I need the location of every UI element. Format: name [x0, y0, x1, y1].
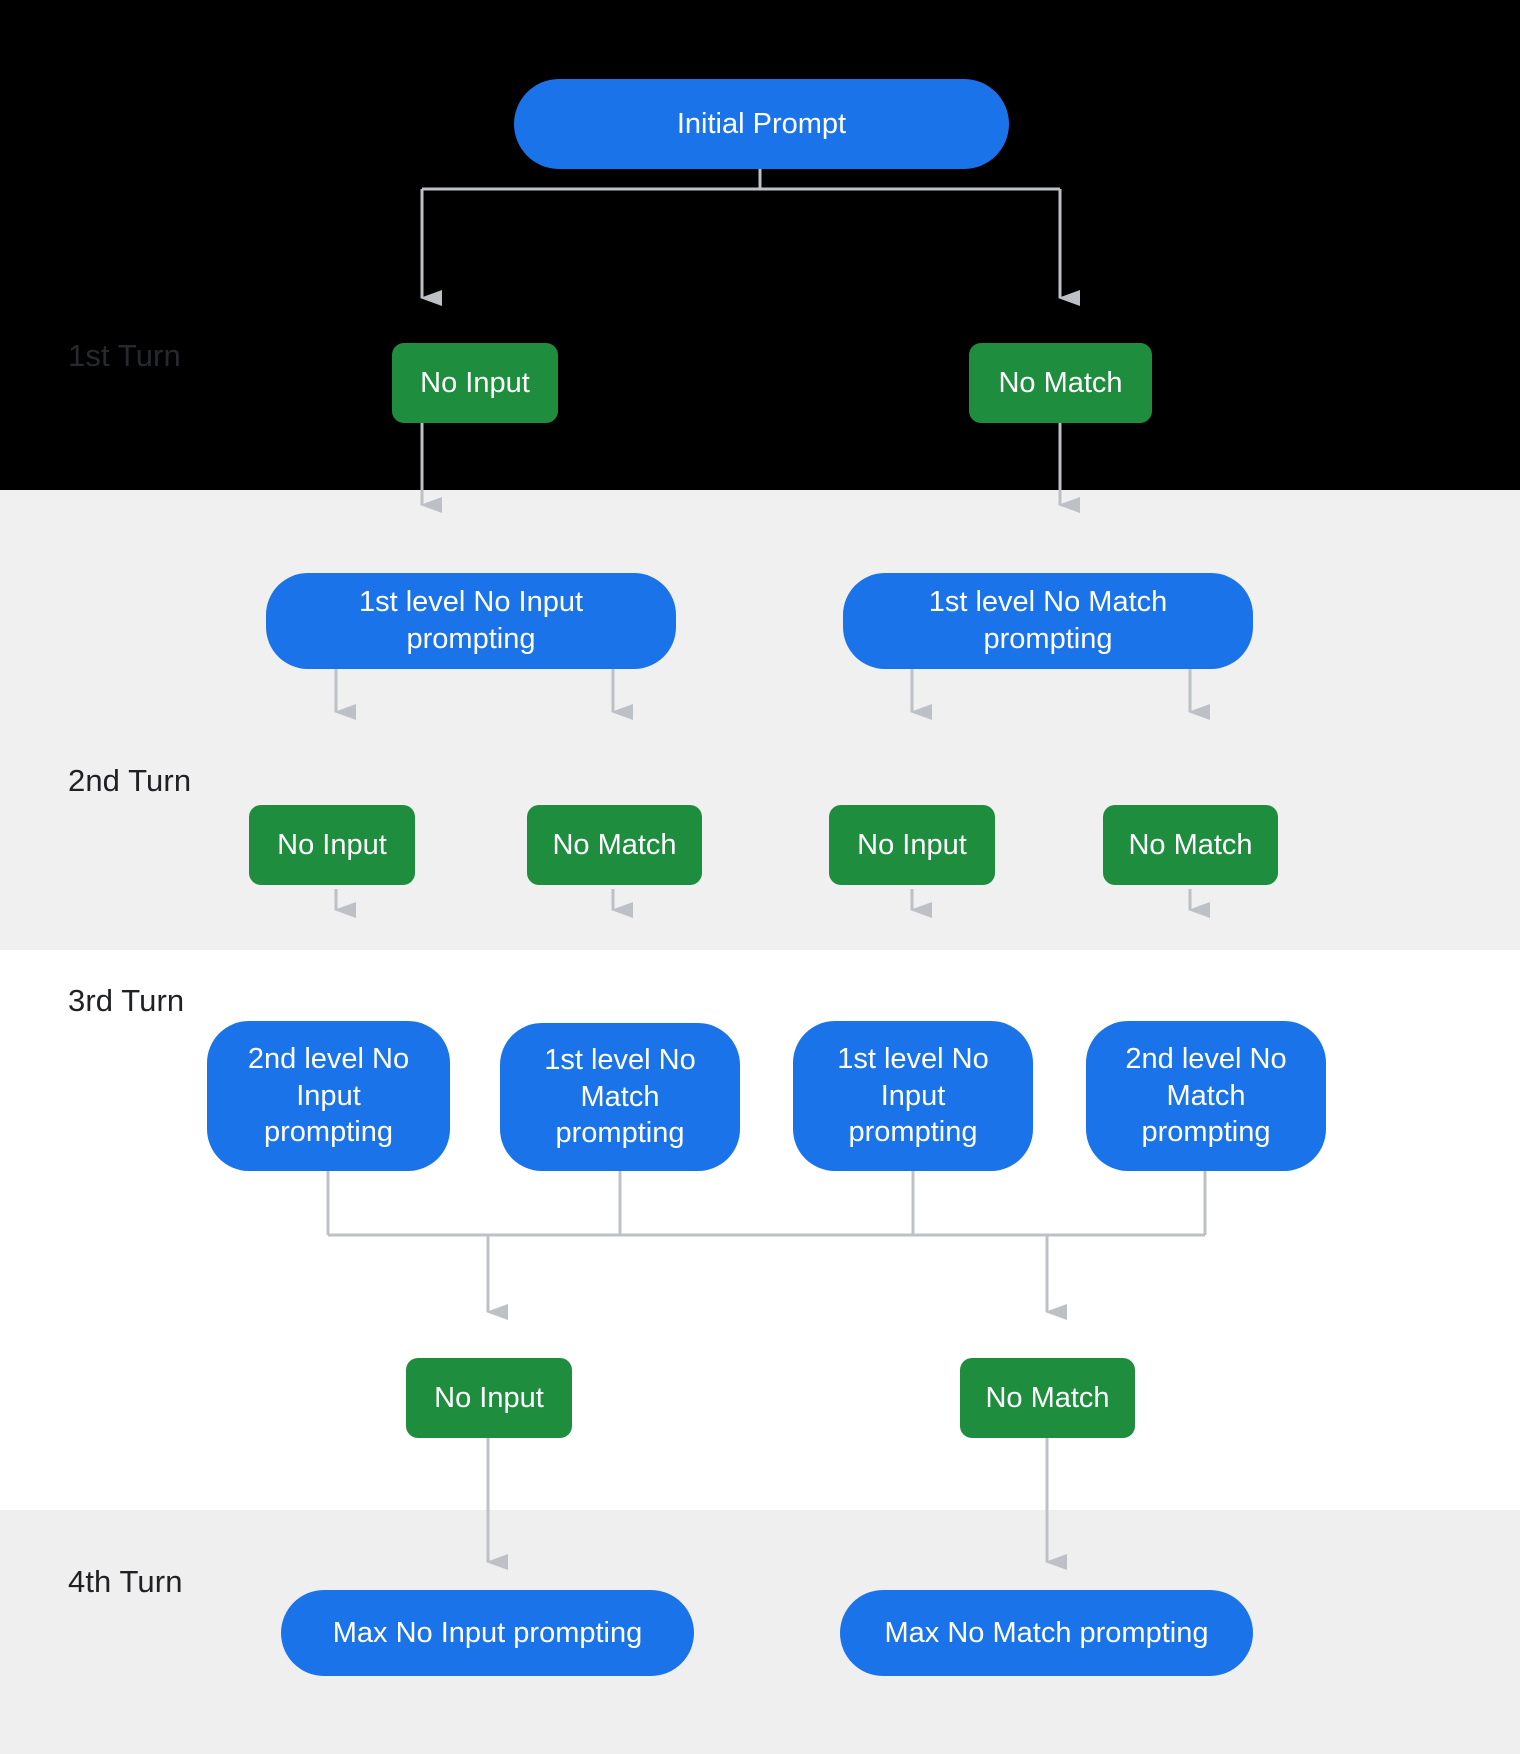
turn-band-1 [0, 0, 1520, 490]
node-label-line2: prompting [406, 623, 536, 655]
node-turn3-first-level-no-match-prompting[interactable]: 1st level No Match prompting [500, 1023, 740, 1171]
node-label: No Input [857, 828, 967, 861]
node-label-line1: 2nd level No [247, 1043, 410, 1076]
node-label: Initial Prompt [676, 107, 847, 140]
node-label: No Input [420, 366, 530, 399]
turn-label-1: 1st Turn [68, 338, 181, 373]
turn-label-3: 3rd Turn [68, 983, 185, 1018]
node-label-line2: Match [580, 1080, 660, 1113]
turn-band-4 [0, 1510, 1520, 1754]
node-label: Max No Match prompting [884, 1616, 1209, 1649]
node-label-line3: prompting [848, 1116, 978, 1149]
node-label-line1: 1st level No [837, 1043, 989, 1076]
node-label: Max No Input prompting [332, 1616, 643, 1649]
node-label-line1: 1st level No Input [358, 586, 584, 619]
node-turn2-no-input-a[interactable]: No Input [249, 805, 415, 885]
node-turn4-max-no-match-prompting[interactable]: Max No Match prompting [840, 1590, 1253, 1676]
node-label-line3: prompting [1141, 1116, 1271, 1149]
node-label-line2: Input [880, 1079, 946, 1112]
node-turn4-max-no-input-prompting[interactable]: Max No Input prompting [281, 1590, 694, 1676]
node-label-line1: 1st level No Match [928, 586, 1168, 619]
node-label: No Match [552, 828, 677, 861]
node-turn2-first-level-no-input-prompting[interactable]: 1st level No Input prompting [266, 573, 676, 669]
node-label: No Input [434, 1381, 544, 1414]
node-turn2-no-input-b[interactable]: No Input [829, 805, 995, 885]
node-label-line3: prompting [555, 1117, 685, 1150]
node-turn2-no-match-b[interactable]: No Match [1103, 805, 1278, 885]
node-label: No Input [277, 828, 387, 861]
node-label: No Match [998, 366, 1123, 399]
node-label-line2: prompting [983, 623, 1113, 655]
turn-label-2: 2nd Turn [68, 763, 192, 798]
node-turn3-no-match[interactable]: No Match [960, 1358, 1135, 1438]
node-turn3-first-level-no-input-prompting[interactable]: 1st level No Input prompting [793, 1021, 1033, 1171]
node-label: No Match [1128, 828, 1253, 861]
node-turn2-first-level-no-match-prompting[interactable]: 1st level No Match prompting [843, 573, 1253, 669]
node-label-line2: Input [296, 1079, 361, 1112]
turn-label-4: 4th Turn [68, 1564, 183, 1599]
node-label-line1: 1st level No [544, 1044, 696, 1077]
node-label-line1: 2nd level No [1125, 1043, 1287, 1076]
node-initial-prompt[interactable]: Initial Prompt [514, 79, 1009, 169]
node-turn3-second-level-no-match-prompting[interactable]: 2nd level No Match prompting [1086, 1021, 1326, 1171]
node-label-line2: Match [1166, 1079, 1246, 1112]
node-label-line3: prompting [264, 1116, 393, 1149]
turn-band-2 [0, 490, 1520, 950]
node-turn3-no-input[interactable]: No Input [406, 1358, 572, 1438]
node-turn1-no-input[interactable]: No Input [392, 343, 558, 423]
node-turn1-no-match[interactable]: No Match [969, 343, 1152, 423]
node-turn3-second-level-no-input-prompting[interactable]: 2nd level No Input prompting [207, 1021, 450, 1171]
node-label: No Match [985, 1381, 1110, 1414]
node-turn2-no-match-a[interactable]: No Match [527, 805, 702, 885]
